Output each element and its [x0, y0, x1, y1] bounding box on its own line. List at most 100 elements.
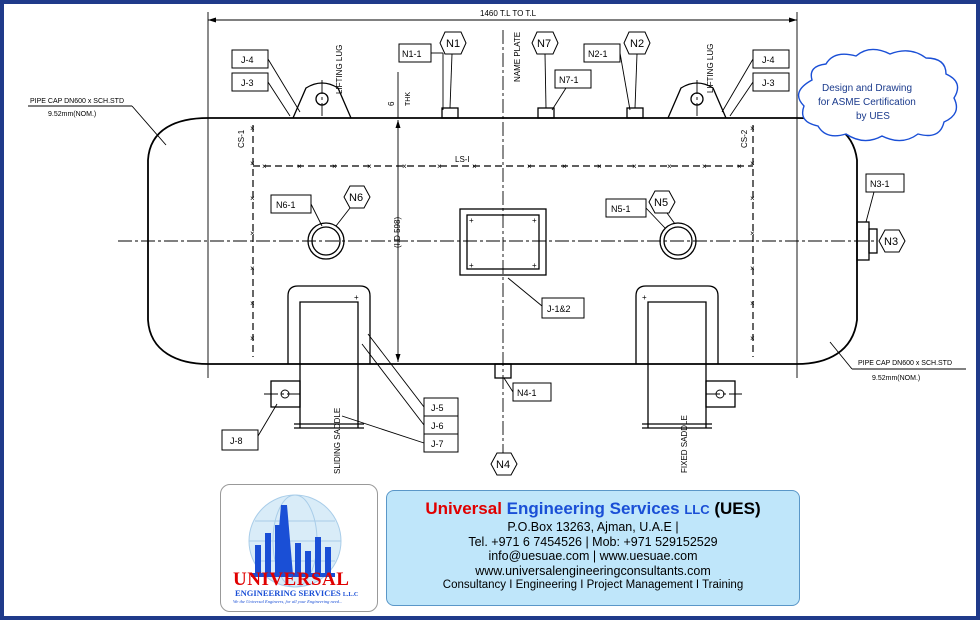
tag-n5-1: N5-1: [605, 198, 647, 218]
fixed-saddle-label: FIXED SADDLE: [680, 415, 689, 473]
overall-dimension: 1460 T.L TO T.L: [207, 9, 798, 118]
svg-text:N3-1: N3-1: [870, 179, 890, 189]
nozzle-n2-stub: [626, 107, 644, 119]
svg-text:J-1&2: J-1&2: [547, 304, 571, 314]
dim-overall-text: 1460 T.L TO T.L: [480, 9, 537, 18]
tag-j6: J-6: [423, 415, 459, 435]
nozzle-tag-n7: N7: [531, 31, 559, 55]
tag-j7: J-7: [423, 433, 459, 453]
tag-j4-left: J-4: [231, 49, 269, 69]
company-logo: UNIVERSAL ENGINEERING SERVICES L.L.C We …: [220, 484, 378, 612]
company-name-blue: Engineering Services: [506, 499, 680, 518]
svg-text:N7: N7: [537, 38, 551, 50]
fixed-saddle: +: [635, 285, 742, 429]
cs2-label: CS-2: [740, 129, 749, 148]
svg-text:×: ×: [250, 229, 255, 238]
cs1-x-marks: ××× ××× ×: [250, 124, 255, 343]
lifting-lug-right-label: LIFTING LUG: [706, 44, 715, 93]
company-phones: Tel. +971 6 7454526 | Mob: +971 52915252…: [468, 534, 718, 549]
cloud-note-line3: by UES: [856, 111, 890, 122]
svg-text:+: +: [469, 216, 474, 225]
svg-text:+: +: [532, 261, 537, 270]
svg-text:×: ×: [250, 194, 255, 203]
svg-text:N5-1: N5-1: [611, 204, 631, 214]
svg-text:×: ×: [250, 334, 255, 343]
svg-text:N2: N2: [630, 38, 644, 50]
nozzle-n1-stub: [441, 107, 459, 119]
svg-text:×: ×: [262, 162, 267, 171]
nozzle-tag-n3: N3: [878, 229, 906, 253]
nozzle-tag-n1: N1: [439, 31, 467, 55]
svg-text:×: ×: [750, 334, 755, 343]
svg-text:×: ×: [297, 162, 302, 171]
svg-text:×: ×: [527, 162, 532, 171]
tag-j4-right: J-4: [752, 49, 790, 69]
logo-word-engineering: ENGINEERING SERVICES: [235, 588, 341, 598]
tag-j1-2: J-1&2: [541, 297, 585, 319]
svg-text:×: ×: [750, 124, 755, 133]
svg-text:J-4: J-4: [241, 55, 254, 65]
svg-text:×: ×: [250, 159, 255, 168]
thk-label: THK: [405, 92, 412, 106]
cloud-note-line1: Design and Drawing: [822, 83, 912, 94]
tag-n7-1: N7-1: [554, 69, 592, 89]
company-services: Consultancy I Engineering I Project Mana…: [442, 579, 744, 592]
tag-j3-right: J-3: [752, 72, 790, 92]
svg-text:×: ×: [750, 264, 755, 273]
svg-text:×: ×: [597, 162, 602, 171]
ls1-x-marks: ××× ××× ××× ××× ××: [262, 162, 742, 171]
company-contact-box: Universal Engineering Services LLC (UES)…: [386, 490, 800, 606]
tag-j8: J-8: [221, 429, 259, 451]
oil-rig-icon: [251, 505, 335, 577]
pipe-cap-right-label: PIPE CAP DN600 x SCH.STD: [858, 360, 952, 367]
company-name-llc: LLC: [684, 502, 710, 517]
svg-text:×: ×: [250, 124, 255, 133]
tag-n1-1: N1-1: [398, 43, 432, 63]
company-email-web[interactable]: info@uesuae.com | www.uesuae.com: [488, 549, 698, 564]
svg-text:×: ×: [562, 162, 567, 171]
svg-text:+: +: [642, 293, 647, 302]
nozzle-n4-stub: [494, 363, 512, 379]
svg-text:×: ×: [667, 162, 672, 171]
tag-n2-1: N2-1: [583, 43, 621, 63]
nozzle-tag-n4: N4: [490, 452, 518, 476]
svg-text:×: ×: [437, 162, 442, 171]
logo-word-llc: L.L.C: [342, 592, 359, 598]
svg-text:N6-1: N6-1: [276, 200, 296, 210]
nozzle-tag-n6: N6: [343, 185, 371, 209]
svg-text:×: ×: [737, 162, 742, 171]
svg-text:N5: N5: [654, 197, 668, 209]
tag-n6-1: N6-1: [270, 194, 312, 214]
tag-n3-1: N3-1: [865, 173, 905, 193]
svg-text:N1-1: N1-1: [402, 49, 422, 59]
cs2-x-marks: × × × × × × ×: [750, 124, 755, 343]
svg-text:J-5: J-5: [431, 403, 444, 413]
svg-text:×: ×: [750, 159, 755, 168]
svg-text:N4-1: N4-1: [517, 388, 537, 398]
nozzle-tag-n5: N5: [648, 190, 676, 214]
lifting-lug-right: [667, 80, 727, 119]
svg-text:J-7: J-7: [431, 439, 444, 449]
id-label: (I.D 598): [393, 217, 402, 248]
svg-text:×: ×: [750, 194, 755, 203]
tag-j3-left: J-3: [231, 72, 269, 92]
svg-text:×: ×: [472, 162, 477, 171]
svg-text:N6: N6: [349, 192, 363, 204]
svg-text:J-3: J-3: [241, 78, 254, 88]
company-name: Universal Engineering Services LLC (UES): [387, 499, 799, 520]
pipe-cap-right-thk: 9.52mm(NOM.): [872, 375, 920, 382]
svg-text:×: ×: [702, 162, 707, 171]
cs1-label: CS-1: [237, 129, 246, 148]
svg-text:×: ×: [750, 299, 755, 308]
nozzle-n5-opening: [659, 222, 697, 260]
svg-text:×: ×: [750, 229, 755, 238]
nozzle-n3-stub: [856, 221, 878, 261]
company-website2[interactable]: www.universalengineeringconsultants.com: [475, 563, 711, 578]
svg-text:J-3: J-3: [762, 78, 775, 88]
svg-text:×: ×: [402, 162, 407, 171]
sliding-saddle-label: SLIDING SADDLE: [333, 408, 342, 474]
pipe-cap-left-thk: 9.52mm(NOM.): [48, 111, 96, 118]
svg-text:×: ×: [632, 162, 637, 171]
svg-text:J-8: J-8: [230, 436, 243, 446]
